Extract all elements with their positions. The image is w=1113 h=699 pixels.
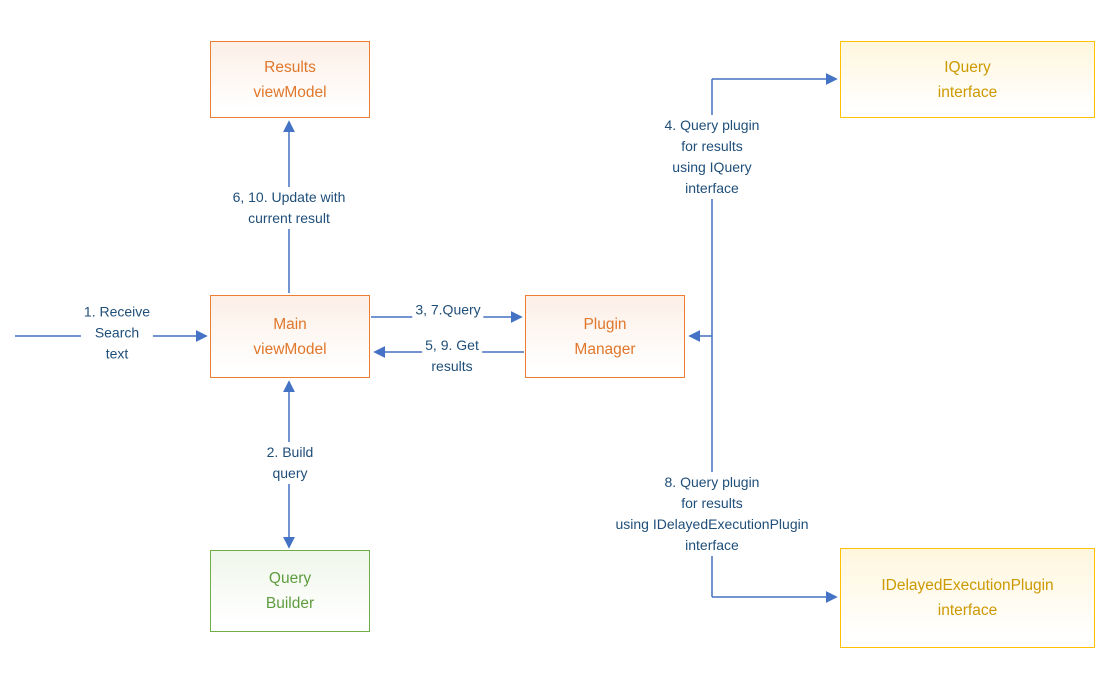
edge-label-line: using IQuery — [672, 159, 752, 175]
node-iquery-interface: IQuery interface — [840, 41, 1095, 118]
node-plugin-manager-line2: Manager — [574, 340, 636, 358]
edge-label-line: 5, 9. Get — [425, 337, 479, 353]
node-idelayedexecutionplugin-interface-line1: IDelayedExecutionPlugin — [881, 577, 1054, 594]
edge-label-line: 6, 10. Update with — [232, 189, 346, 205]
node-main-viewmodel: Main viewModel — [210, 295, 370, 378]
node-results-viewmodel-line2: viewModel — [253, 83, 327, 101]
edge-label-line: 8. Query plugin — [664, 474, 760, 490]
node-main-viewmodel-line1: Main — [273, 315, 307, 333]
edge-label-line: query — [272, 465, 308, 481]
edge-label-line: interface — [685, 537, 739, 553]
edge-label-line: current result — [248, 210, 330, 226]
edge-label-line: 3, 7.Query — [415, 301, 481, 318]
node-idelayedexecutionplugin-interface: IDelayedExecutionPlugin interface — [840, 548, 1095, 648]
node-results-viewmodel-line1: Results — [264, 58, 316, 76]
edge-label-query-plugin-idelayed: 8. Query plugin for results using IDelay… — [612, 472, 812, 556]
node-query-builder-line1: Query — [268, 570, 312, 587]
edge-label-line: text — [105, 345, 129, 362]
edge-label-line: Search — [94, 324, 140, 341]
edge-label-line: 2. Build — [266, 444, 314, 460]
edge-label-line: using IDelayedExecutionPlugin — [615, 516, 809, 532]
edge-label-line: interface — [685, 180, 739, 196]
edge-label-receive-search-text: 1. Receive Search text — [80, 301, 154, 365]
node-idelayedexecutionplugin-interface-line2: interface — [937, 602, 998, 619]
node-iquery-interface-line2: interface — [937, 83, 998, 101]
edge-label-line: results — [431, 358, 473, 374]
node-iquery-interface-line1: IQuery — [944, 58, 991, 76]
edge-label-line: 1. Receive — [83, 303, 151, 320]
edge-label-query: 3, 7.Query — [412, 299, 484, 321]
edge-label-line: 4. Query plugin — [664, 117, 760, 133]
node-query-builder: Query Builder — [210, 550, 370, 632]
edge-label-build-query: 2. Build query — [263, 442, 317, 484]
edge-label-get-results: 5, 9. Get results — [422, 335, 482, 377]
node-query-builder-line2: Builder — [265, 595, 315, 612]
edge-label-line: for results — [681, 495, 743, 511]
node-plugin-manager: Plugin Manager — [525, 295, 685, 378]
node-main-viewmodel-line2: viewModel — [253, 340, 327, 358]
edge-label-query-plugin-iquery: 4. Query plugin for results using IQuery… — [661, 115, 763, 199]
node-plugin-manager-line1: Plugin — [583, 315, 627, 333]
edge-label-line: for results — [681, 138, 743, 154]
node-results-viewmodel: Results viewModel — [210, 41, 370, 118]
edge-label-update-with-current-result: 6, 10. Update with current result — [229, 187, 349, 229]
